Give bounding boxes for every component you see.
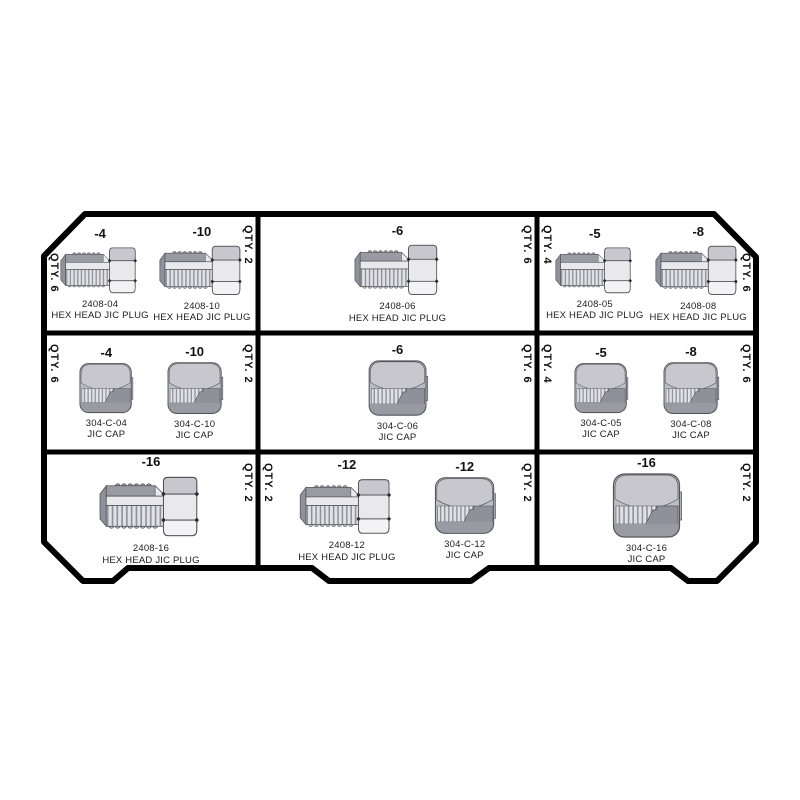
part-name: JIC CAP <box>378 432 417 443</box>
part-item: -12 2408-12 HEX HEAD JIC PLUG <box>298 457 395 563</box>
part-illustration <box>662 361 720 416</box>
part-name: JIC CAP <box>175 430 214 441</box>
part-illustration <box>354 240 442 298</box>
part-number: 2408-05 <box>576 298 613 310</box>
part-size-label: -5 <box>588 225 601 241</box>
qty-label: QTY. 4 <box>541 344 553 384</box>
part-item: -5 304-C-05 JIC CAP <box>573 345 629 441</box>
part-name: JIC CAP <box>627 554 666 565</box>
part-name: JIC CAP <box>672 430 710 441</box>
part-illustration <box>367 359 429 418</box>
part-name: HEX HEAD JIC PLUG <box>348 312 447 324</box>
part-name: JIC CAP <box>582 429 620 440</box>
tray-compartment: QTY. 4 QTY. 6 -5 2408-05 HEX HEAD JIC PL… <box>540 217 753 330</box>
part-illustration <box>555 243 635 296</box>
part-illustration <box>611 472 683 540</box>
part-name: HEX HEAD JIC PLUG <box>546 310 644 321</box>
part-illustration <box>166 361 224 416</box>
part-number: 304-C-16 <box>625 542 668 554</box>
qty-label: QTY. 6 <box>521 344 533 384</box>
qty-label: QTY. 6 <box>740 344 752 384</box>
part-number: 2408-12 <box>328 540 366 552</box>
part-name: HEX HEAD JIC PLUG <box>153 312 251 323</box>
part-size-label: -12 <box>455 458 475 474</box>
part-item: -16 304-C-16 JIC CAP <box>611 455 683 566</box>
part-name: JIC CAP <box>445 550 484 561</box>
part-size-label: -8 <box>692 223 704 239</box>
part-size-label: -16 <box>637 454 656 470</box>
part-number: 304-C-08 <box>670 418 712 430</box>
part-item: -6 304-C-06 JIC CAP <box>367 342 429 444</box>
part-illustration <box>573 362 629 415</box>
part-size-label: -6 <box>391 341 404 357</box>
part-number: 304-C-04 <box>85 417 127 429</box>
part-number: 2408-10 <box>183 300 220 312</box>
qty-label: QTY. 6 <box>48 253 60 293</box>
part-size-label: -10 <box>192 223 212 239</box>
part-number: 2408-16 <box>132 543 170 555</box>
tray-compartment: QTY. 4 QTY. 6 -5 304-C-05 JIC CAP -8 304… <box>540 336 753 449</box>
qty-label: QTY. 2 <box>242 225 254 265</box>
part-item: -6 2408-06 HEX HEAD JIC PLUG <box>349 223 446 324</box>
qty-label: QTY. 4 <box>541 225 553 265</box>
part-number: 2408-08 <box>680 300 717 312</box>
qty-label: QTY. 6 <box>521 225 533 265</box>
qty-label: QTY. 2 <box>242 344 254 384</box>
part-item: -5 2408-05 HEX HEAD JIC PLUG <box>546 226 643 322</box>
qty-label: QTY. 2 <box>262 463 274 503</box>
part-name: HEX HEAD JIC PLUG <box>102 554 200 566</box>
tray-compartment: QTY. 6 -6 304-C-06 JIC CAP <box>261 336 534 449</box>
part-item: -8 2408-08 HEX HEAD JIC PLUG <box>650 224 747 324</box>
tray-compartment: QTY. 2 -16 2408-16 HEX HEAD JIC PLUG <box>47 454 255 566</box>
part-name: HEX HEAD JIC PLUG <box>51 310 149 321</box>
part-number: 304-C-05 <box>580 417 622 429</box>
part-item: -4 2408-04 HEX HEAD JIC PLUG <box>51 226 148 322</box>
part-size-label: -4 <box>100 344 113 360</box>
part-item: -8 304-C-08 JIC CAP <box>662 344 720 442</box>
part-size-label: -4 <box>94 225 106 241</box>
part-illustration <box>60 243 140 296</box>
part-illustration <box>159 241 245 298</box>
qty-label: QTY. 6 <box>740 253 752 293</box>
part-item: -10 304-C-10 JIC CAP <box>166 344 224 442</box>
tray-compartment: QTY. 2 -16 304-C-16 JIC CAP <box>540 455 753 565</box>
part-item: -16 2408-16 HEX HEAD JIC PLUG <box>99 454 203 566</box>
part-illustration <box>78 362 134 415</box>
tray-compartment: QTY. 6 -6 2408-06 HEX HEAD JIC PLUG <box>261 217 534 330</box>
part-size-label: -5 <box>595 344 607 360</box>
tray-compartment: QTY. 6 QTY. 2 -4 2408-04 HEX HEAD JIC PL… <box>47 217 255 330</box>
part-number: 2408-04 <box>81 298 119 310</box>
part-illustration <box>299 474 395 537</box>
part-name: HEX HEAD JIC PLUG <box>649 312 747 323</box>
part-illustration <box>433 476 497 536</box>
part-item: -4 304-C-04 JIC CAP <box>78 345 134 441</box>
tray-compartment: QTY. 6 QTY. 2 -4 304-C-04 JIC CAP -10 30… <box>47 336 255 449</box>
part-item: -12 304-C-12 JIC CAP <box>433 459 497 562</box>
part-size-label: -6 <box>391 223 404 239</box>
part-item: -10 2408-10 HEX HEAD JIC PLUG <box>153 224 250 324</box>
part-illustration <box>99 471 203 540</box>
qty-label: QTY. 2 <box>740 463 752 503</box>
part-size-label: -12 <box>337 457 357 473</box>
part-size-label: -16 <box>141 454 161 470</box>
part-name: HEX HEAD JIC PLUG <box>298 551 396 563</box>
part-name: JIC CAP <box>87 429 126 440</box>
part-number: 304-C-12 <box>444 538 486 550</box>
qty-label: QTY. 6 <box>48 344 60 384</box>
tray-compartment: QTY. 2 QTY. 2 -12 2408-12 HEX HEAD JIC P… <box>261 455 534 565</box>
qty-label: QTY. 2 <box>521 463 533 503</box>
qty-label: QTY. 2 <box>242 463 254 503</box>
part-number: 304-C-10 <box>174 418 216 430</box>
part-illustration <box>655 241 741 298</box>
part-size-label: -8 <box>685 343 697 359</box>
part-number: 2408-06 <box>379 301 416 313</box>
part-size-label: -10 <box>185 343 205 359</box>
part-number: 304-C-06 <box>376 420 419 432</box>
